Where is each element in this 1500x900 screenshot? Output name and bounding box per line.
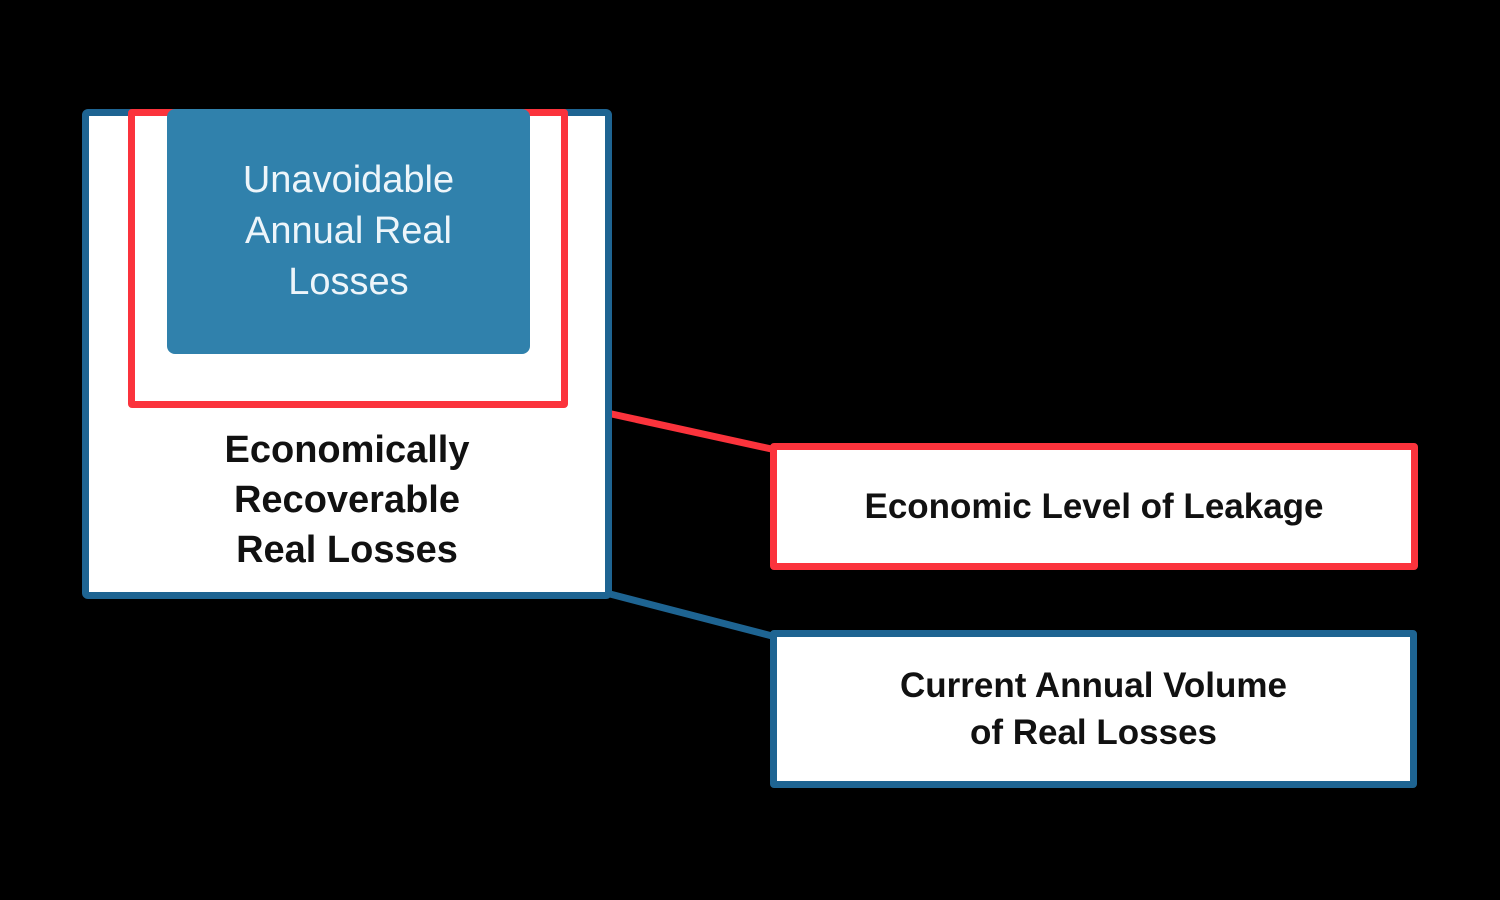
blue-connector-line bbox=[609, 590, 777, 641]
current-annual-volume-box: Current Annual Volume of Real Losses bbox=[770, 630, 1417, 788]
economic-level-of-leakage-label: Economic Level of Leakage bbox=[864, 486, 1324, 526]
unavoidable-annual-real-losses-label: Unavoidable Annual Real Losses bbox=[242, 159, 455, 303]
current-annual-volume-label: Current Annual Volume of Real Losses bbox=[900, 666, 1287, 752]
unavoidable-annual-real-losses-box: Unavoidable Annual Real Losses bbox=[167, 109, 530, 354]
economically-recoverable-real-losses-label: Economically Recoverable Real Losses bbox=[224, 429, 470, 571]
economic-level-of-leakage-box: Economic Level of Leakage bbox=[770, 443, 1418, 570]
